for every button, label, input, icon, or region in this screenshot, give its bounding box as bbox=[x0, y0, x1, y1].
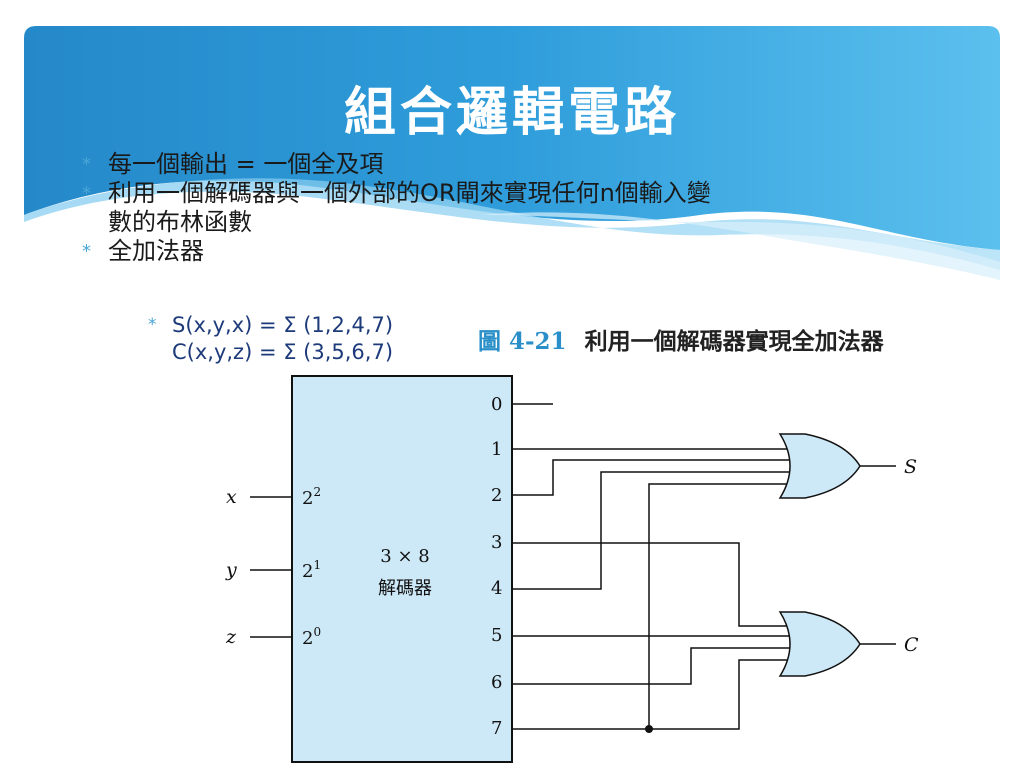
input-weight-x: 22 bbox=[302, 485, 321, 509]
bullet-text: 利用一個解碼器與一個外部的OR閘來實現任何n個輸入變 bbox=[108, 179, 711, 207]
figure-number: 圖 4-21 bbox=[478, 328, 567, 355]
banner-shape bbox=[24, 26, 1000, 250]
input-label-z: z bbox=[225, 626, 237, 648]
bullet-item: * 每一個輸出 = 一個全及項 bbox=[82, 150, 711, 179]
bullet-text: 每一個輸出 = 一個全及項 bbox=[108, 150, 384, 178]
slide-title: 組合邏輯電路 bbox=[343, 83, 680, 143]
output-number-4: 4 bbox=[491, 578, 502, 599]
sum-output-label: S bbox=[904, 456, 917, 478]
input-weight-y: 21 bbox=[302, 558, 321, 582]
wire-7-to-s bbox=[648, 483, 796, 729]
carry-output-label: C bbox=[904, 634, 919, 656]
carry-expression: C(x,y,z) = Σ (3,5,6,7) bbox=[172, 340, 394, 364]
title-banner bbox=[24, 26, 1000, 280]
sub-bullet-marker: * bbox=[148, 315, 157, 335]
bullet-marker: * bbox=[82, 154, 91, 175]
bullet-item: * 全加法器 bbox=[82, 237, 711, 266]
bullet-text: 全加法器 bbox=[108, 237, 204, 265]
sum-expression: S(x,y,x) = Σ (1,2,4,7) bbox=[172, 313, 394, 337]
bullet-item: * 利用一個解碼器與一個外部的OR閘來實現任何n個輸入變 bbox=[82, 179, 711, 208]
output-number-7: 7 bbox=[491, 718, 502, 739]
output-number-6: 6 bbox=[491, 672, 502, 693]
decoder-name-label: 解碼器 bbox=[378, 578, 432, 599]
bullet-marker: * bbox=[82, 183, 91, 204]
figure-caption: 圖 4-21 利用一個解碼器實現全加法器 bbox=[478, 322, 884, 356]
input-weight-z: 20 bbox=[302, 625, 321, 649]
bullet-text: 數的布林函數 bbox=[108, 208, 252, 236]
output-number-5: 5 bbox=[491, 625, 502, 646]
wire-3-to-c bbox=[512, 542, 795, 627]
wire-2-to-s bbox=[512, 459, 796, 496]
junction-dot bbox=[645, 725, 653, 733]
figure-caption-text: 利用一個解碼器實現全加法器 bbox=[584, 328, 884, 355]
or-gate-carry bbox=[778, 611, 861, 677]
input-label-y: y bbox=[225, 559, 237, 581]
bullet-item-continued: 數的布林函數 bbox=[82, 208, 711, 237]
banner-wave-light bbox=[480, 212, 1000, 280]
bullet-list: * 每一個輸出 = 一個全及項 * 利用一個解碼器與一個外部的OR閘來實現任何n… bbox=[82, 150, 711, 266]
wire-7-to-c bbox=[512, 659, 795, 730]
or-gate-sum bbox=[778, 433, 861, 499]
wire-4-to-s bbox=[512, 471, 797, 590]
decoder-size-label: 3 × 8 bbox=[380, 546, 429, 567]
input-label-x: x bbox=[226, 486, 237, 508]
wire-6-to-c bbox=[512, 647, 796, 685]
output-number-3: 3 bbox=[491, 532, 502, 553]
sub-bullet-list: * S(x,y,x) = Σ (1,2,4,7) C(x,y,z) = Σ (3… bbox=[148, 312, 393, 366]
output-number-1: 1 bbox=[491, 439, 502, 460]
decoder-box bbox=[291, 375, 513, 763]
output-number-0: 0 bbox=[491, 394, 502, 415]
output-number-2: 2 bbox=[491, 485, 502, 506]
bullet-marker: * bbox=[82, 241, 91, 262]
banner-wave bbox=[24, 178, 1000, 270]
